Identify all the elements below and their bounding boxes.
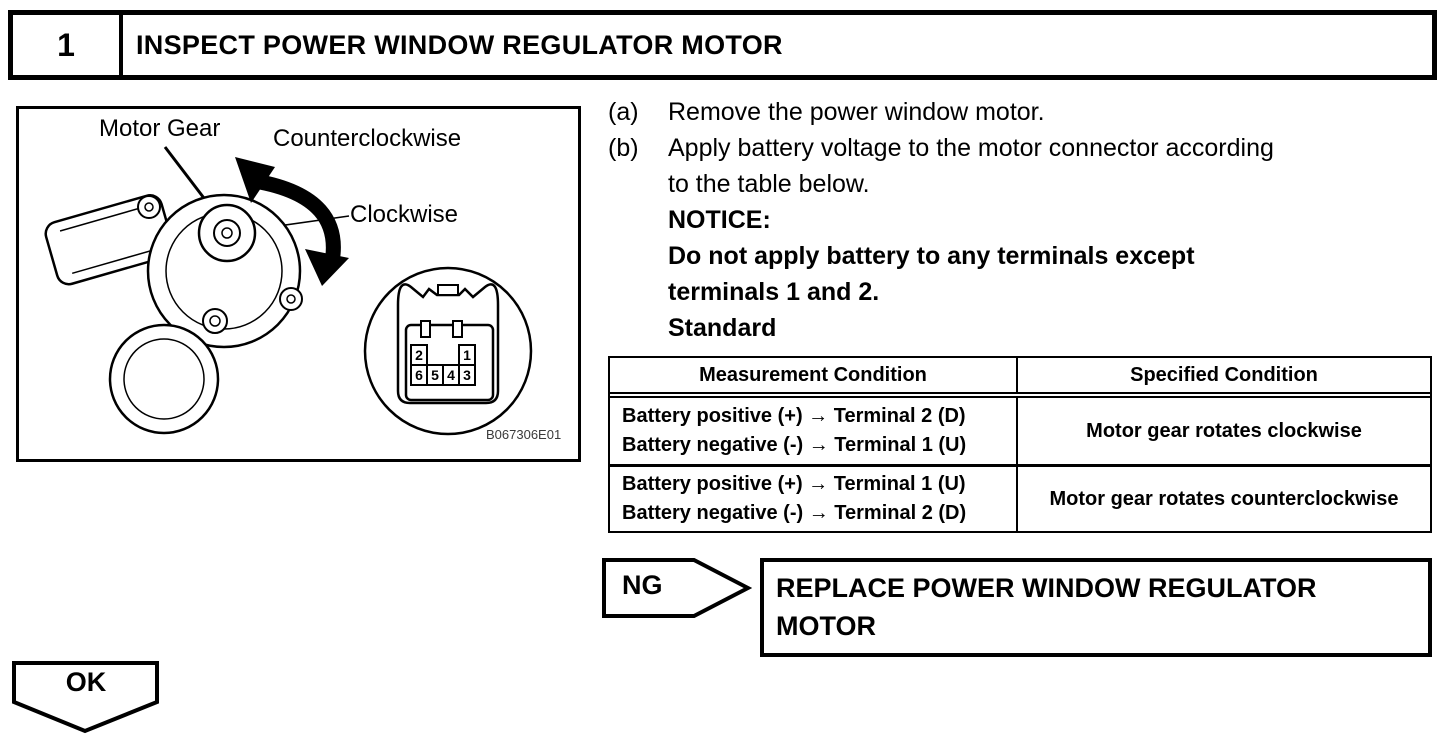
- step-b-text-line1: Apply battery voltage to the motor conne…: [668, 134, 1274, 162]
- step-a: (a) Remove the power window motor.: [608, 94, 1442, 130]
- step-header: 1 INSPECT POWER WINDOW REGULATOR MOTOR: [8, 10, 1437, 80]
- step-b-marker: (b): [608, 134, 639, 162]
- ng-branch: NG: [602, 558, 752, 618]
- motor-line-art: [44, 146, 533, 436]
- rotation-direction-arrow-icon: [235, 157, 349, 286]
- motor-illustration-panel: [16, 106, 581, 462]
- motor-body-drawing: [44, 193, 303, 435]
- instruction-text: (a) Remove the power window motor. (b) A…: [608, 94, 1442, 346]
- connector-pin-3: 3: [458, 364, 476, 386]
- table-row: Battery positive (+) → Terminal 2 (D) Ba…: [610, 398, 1430, 464]
- condition-line: Battery positive (+) → Terminal 2 (D): [622, 405, 966, 427]
- connector-detail-drawing: [363, 266, 533, 436]
- notice-text-line2: terminals 1 and 2.: [668, 278, 880, 306]
- clockwise-label: Clockwise: [350, 201, 459, 228]
- standard-label: Standard: [668, 314, 777, 342]
- specification-table: Measurement Condition Specified Conditio…: [608, 356, 1432, 533]
- motor-gear-label: Motor Gear: [99, 115, 221, 142]
- step-title: INSPECT POWER WINDOW REGULATOR MOTOR: [136, 29, 783, 60]
- ng-label: NG: [622, 570, 663, 600]
- specified-condition-header: Specified Condition: [1130, 363, 1318, 386]
- table-header-row: Measurement Condition Specified Conditio…: [610, 358, 1430, 392]
- ok-branch: OK: [12, 661, 160, 735]
- condition-line: Battery negative (-) → Terminal 2 (D): [622, 502, 967, 524]
- notice-label: NOTICE:: [668, 206, 771, 234]
- measurement-condition-cell: Battery positive (+) → Terminal 1 (U) Ba…: [610, 467, 1018, 531]
- ng-action-line2: MOTOR: [776, 611, 876, 641]
- connector-pin-4: 4: [442, 364, 460, 386]
- measurement-condition-cell: Battery positive (+) → Terminal 2 (D) Ba…: [610, 398, 1018, 464]
- step-number: 1: [13, 15, 123, 75]
- ok-pointer-shape-icon: [12, 661, 159, 734]
- condition-line: Battery negative (-) → Terminal 1 (U): [622, 434, 967, 456]
- table-row: Battery positive (+) → Terminal 1 (U) Ba…: [610, 467, 1430, 531]
- connector-pin-2: 2: [410, 344, 428, 366]
- figure-code: B067306E01: [486, 427, 562, 442]
- step-b: (b) Apply battery voltage to the motor c…: [608, 130, 1442, 166]
- notice-text-line1: Do not apply battery to any terminals ex…: [668, 242, 1195, 270]
- ok-label: OK: [65, 667, 107, 697]
- connector-pin-1: 1: [458, 344, 476, 366]
- header-double-rule: [610, 392, 1430, 398]
- specified-condition-cell: Motor gear rotates counterclockwise: [1049, 487, 1399, 510]
- ng-action-box: REPLACE POWER WINDOW REGULATOR MOTOR: [760, 558, 1432, 657]
- step-a-text: Remove the power window motor.: [668, 98, 1045, 126]
- measurement-condition-header: Measurement Condition: [610, 358, 1018, 392]
- ng-pointer-shape-icon: [602, 558, 752, 618]
- step-a-marker: (a): [608, 98, 639, 126]
- condition-line: Battery positive (+) → Terminal 1 (U): [622, 473, 966, 495]
- counterclockwise-label: Counterclockwise: [273, 125, 462, 152]
- step-b-text-line2: to the table below.: [668, 170, 870, 198]
- specified-condition-cell: Motor gear rotates clockwise: [1086, 419, 1362, 442]
- row-divider-rule: [610, 464, 1430, 467]
- ng-action-line1: REPLACE POWER WINDOW REGULATOR: [776, 573, 1317, 603]
